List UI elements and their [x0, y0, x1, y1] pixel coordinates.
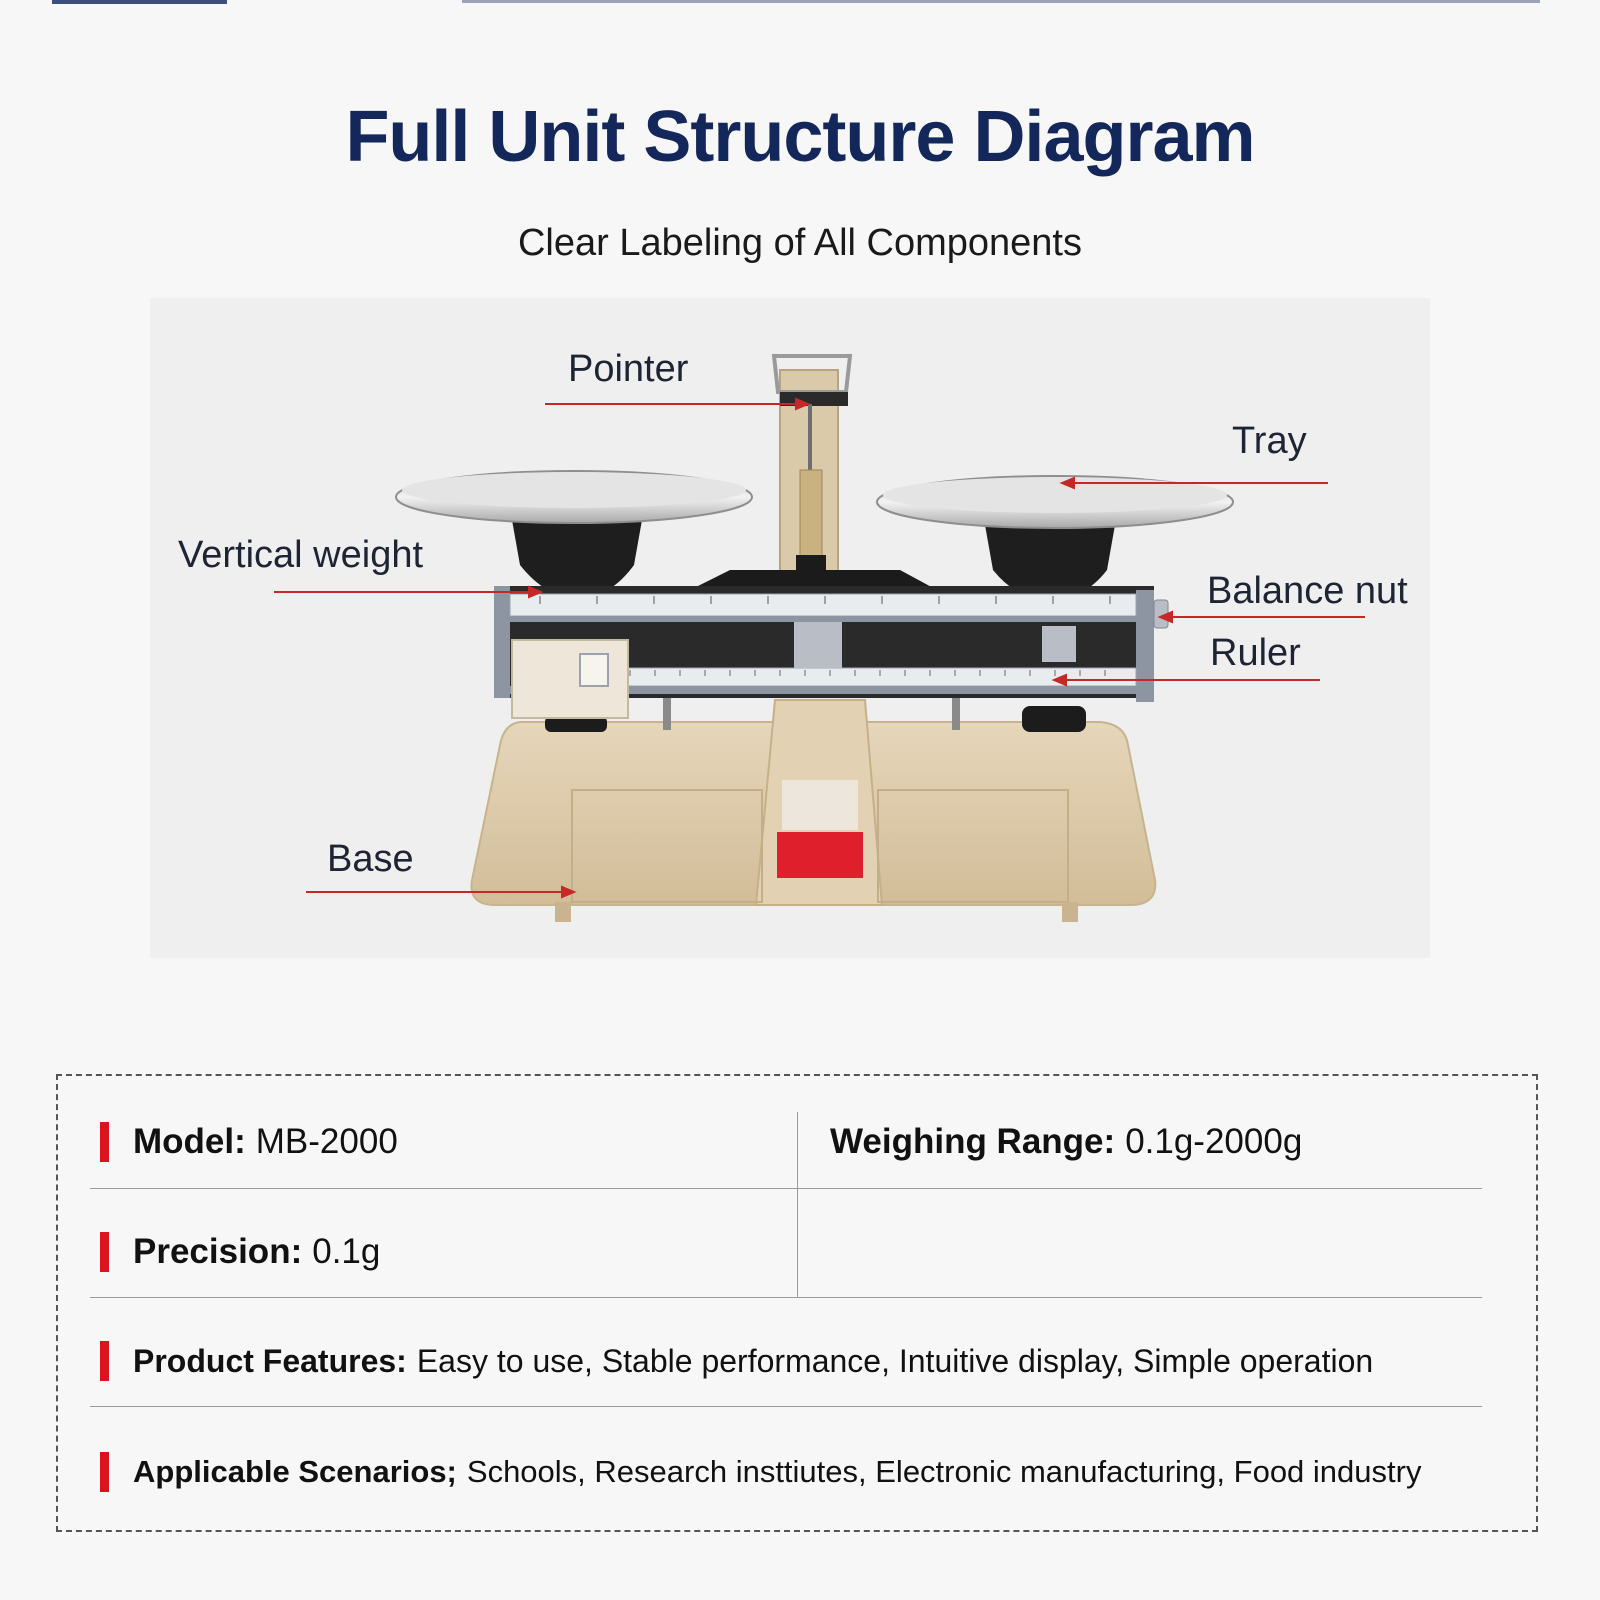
spec-model: Model: MB-2000 [100, 1122, 398, 1162]
spec-product-features: Product Features: Easy to use, Stable pe… [100, 1341, 1373, 1381]
label-ruler: Ruler [1210, 632, 1301, 674]
top-accent-bar-right [462, 0, 1540, 3]
spec-row-divider [90, 1406, 1482, 1407]
spec-weighing-range: Weighing Range: 0.1g-2000g [830, 1122, 1303, 1161]
top-accent-bar-left [52, 0, 227, 4]
leader-lines [274, 397, 1365, 899]
label-tray: Tray [1232, 420, 1307, 462]
label-balance-nut: Balance nut [1207, 570, 1408, 612]
label-pointer: Pointer [568, 348, 689, 390]
spec-row-divider [90, 1297, 1482, 1298]
spec-precision: Precision: 0.1g [100, 1232, 380, 1272]
label-vertical-weight: Vertical weight [178, 534, 424, 576]
scale-base [470, 699, 1157, 922]
spec-applicable-scenarios: Applicable Scenarios; Schools, Research … [100, 1452, 1421, 1492]
page-title: Full Unit Structure Diagram [345, 97, 1255, 177]
red-marker [100, 1232, 109, 1272]
ruler-beam [494, 586, 1169, 719]
red-marker [100, 1341, 109, 1381]
page-subtitle: Clear Labeling of All Components [517, 222, 1082, 264]
spec-table [56, 1074, 1538, 1532]
label-base: Base [327, 838, 414, 880]
red-marker [100, 1122, 109, 1162]
spec-column-divider [797, 1112, 798, 1297]
spec-row-divider [90, 1188, 1482, 1189]
red-marker [100, 1452, 109, 1492]
balance-scale-illustration [274, 354, 1365, 922]
